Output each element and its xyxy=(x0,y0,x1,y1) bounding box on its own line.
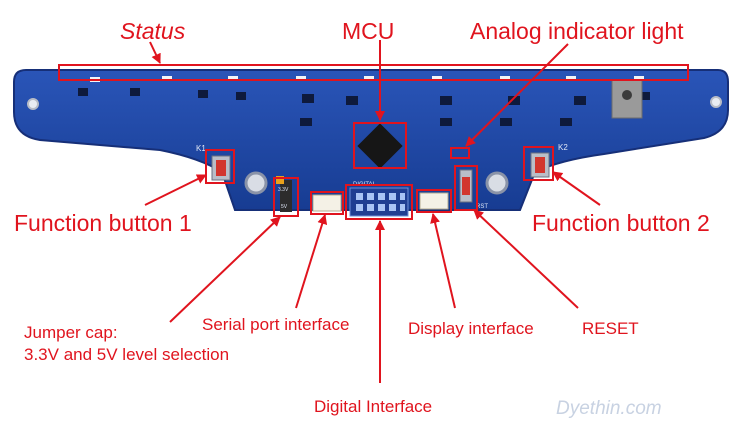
arrow-function-2 xyxy=(552,171,601,206)
arrow-status xyxy=(149,41,161,64)
label-status: Status xyxy=(120,18,186,44)
silk-5v: 5V xyxy=(281,204,288,210)
silk-3v3: 3.3V xyxy=(278,187,289,193)
mount-hole-mid-right xyxy=(485,171,509,195)
label-serial-port: Serial port interface xyxy=(202,315,350,334)
silk-rst: RST xyxy=(476,204,488,210)
reset-highlight-box xyxy=(454,165,478,211)
label-analog-indicator: Analog indicator light xyxy=(470,18,684,44)
label-reset: RESET xyxy=(582,319,639,338)
mount-hole-right xyxy=(710,96,722,108)
label-display-interface: Display interface xyxy=(408,319,534,338)
arrow-jumper xyxy=(169,216,281,323)
silk-k1: K1 xyxy=(196,144,206,153)
silk-k2: K2 xyxy=(558,143,568,152)
display-connector xyxy=(419,192,449,210)
arrow-display xyxy=(430,213,456,309)
serial-connector xyxy=(312,194,342,212)
sensor-row xyxy=(78,88,650,126)
analog-indicator-highlight-box xyxy=(450,147,470,159)
watermark: Dyethin.com xyxy=(556,398,662,419)
digital-highlight-box xyxy=(345,184,413,220)
arrow-reset xyxy=(473,209,579,309)
arrow-function-1 xyxy=(144,174,207,206)
function-button-2-highlight-box xyxy=(523,146,554,181)
digital-header xyxy=(349,187,409,217)
jumper-cap xyxy=(280,180,292,212)
serial-highlight-box xyxy=(310,191,344,215)
label-jumper-line1: Jumper cap: xyxy=(24,323,118,342)
label-mcu: MCU xyxy=(342,18,395,44)
label-function-button-2: Function button 2 xyxy=(532,210,710,236)
label-digital-interface: Digital Interface xyxy=(314,397,433,416)
mount-hole-mid-left xyxy=(244,171,268,195)
function-button-1-highlight-box xyxy=(205,149,235,184)
arrow-analog xyxy=(465,43,569,147)
label-function-button-1: Function button 1 xyxy=(14,210,192,236)
mcu-highlight-box xyxy=(353,122,407,169)
status-highlight-box xyxy=(58,64,689,81)
mcu-chip xyxy=(357,123,403,169)
mount-hole-left xyxy=(27,98,39,110)
display-highlight-box xyxy=(416,189,452,213)
jumper-highlight-box xyxy=(273,177,299,217)
arrow-serial xyxy=(295,214,328,309)
label-jumper-line2: 3.3V and 5V level selection xyxy=(24,345,230,364)
